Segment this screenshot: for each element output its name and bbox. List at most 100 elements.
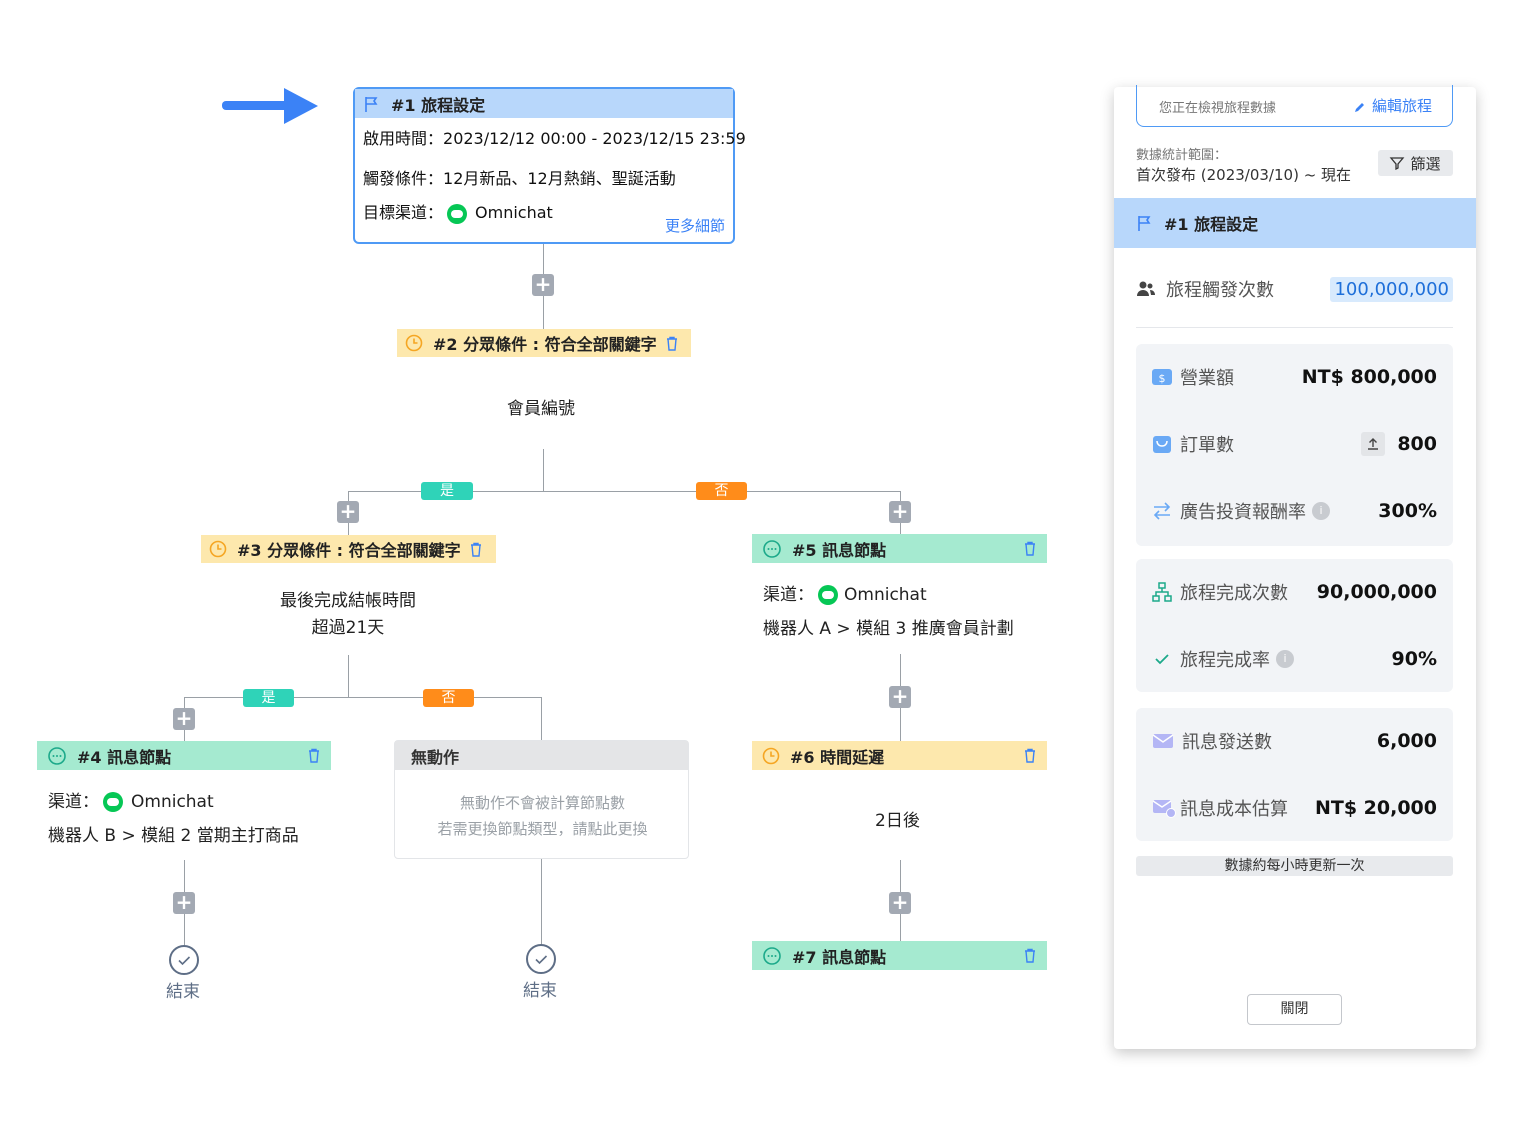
journey-stats-panel: 您正在檢視旅程數據 編輯旅程 數據統計範圍： 首次發布 (2023/03/10)… xyxy=(1114,85,1476,1049)
line-app-icon xyxy=(103,792,123,812)
stat-value: 6,000 xyxy=(1376,730,1437,752)
add-node-button[interactable]: + xyxy=(173,708,195,730)
chat-bubble-icon xyxy=(48,746,66,765)
filter-label: 篩選 xyxy=(1410,154,1441,173)
stat-value: NT$ 800,000 xyxy=(1301,366,1437,388)
connector xyxy=(184,697,542,698)
stat-value: 90,000,000 xyxy=(1316,581,1437,603)
trigger-count-label: 旅程觸發次數 xyxy=(1166,280,1274,301)
add-node-button[interactable]: + xyxy=(889,686,911,708)
stat-row-orders: 訂單數 800 xyxy=(1152,429,1437,459)
journey-settings-card[interactable]: #1 旅程設定 啟用時間：2023/12/12 00:00 - 2023/12/… xyxy=(353,87,746,244)
viewing-text: 您正在檢視旅程數據 xyxy=(1159,101,1277,116)
node5-channel-value: Omnichat xyxy=(844,585,927,605)
node5-channel: 渠道： Omnichat xyxy=(763,580,927,605)
trigger-value: 12月新品、12月熱銷、聖誕活動 xyxy=(443,169,676,188)
filter-icon xyxy=(1390,157,1405,171)
stat-value: NT$ 20,000 xyxy=(1314,797,1437,819)
stat-label: 訊息發送數 xyxy=(1182,732,1272,753)
channel-row: 目標渠道：Omnichat xyxy=(363,199,553,224)
clock-icon xyxy=(209,540,227,558)
node7-message-header[interactable]: #7 訊息節點 xyxy=(752,941,1047,970)
stat-label: 訊息成本估算 xyxy=(1180,799,1288,820)
more-details-link[interactable]: 更多細節 xyxy=(664,217,725,235)
journey-settings-title: #1 旅程設定 xyxy=(391,95,486,115)
info-icon[interactable]: i xyxy=(1276,650,1294,668)
journey-settings-header: #1 旅程設定 xyxy=(355,89,733,118)
trigger-label: 觸發條件： xyxy=(363,169,444,188)
trigger-count-row: 旅程觸發次數 100,000,000 xyxy=(1136,274,1453,304)
clock-icon xyxy=(405,334,423,352)
line-app-icon xyxy=(818,585,838,605)
node4-path: 機器人 B > 模組 2 當期主打商品 xyxy=(48,826,299,846)
flag-icon xyxy=(1138,216,1151,231)
stat-row-message-cost: 訊息成本估算 NT$ 20,000 xyxy=(1152,793,1437,823)
arrow-right-icon xyxy=(222,88,318,124)
filter-button[interactable]: 篩選 xyxy=(1378,150,1453,176)
connector xyxy=(541,697,542,741)
node2-content: 會員編號 xyxy=(507,399,575,419)
viewing-banner: 您正在檢視旅程數據 編輯旅程 xyxy=(1136,85,1453,127)
node5-message-header[interactable]: #5 訊息節點 xyxy=(752,534,1047,563)
node4-message-header[interactable]: #4 訊息節點 xyxy=(37,741,331,770)
node4-channel-label: 渠道： xyxy=(48,792,99,812)
add-node-button[interactable]: + xyxy=(532,274,554,296)
no-action-line1: 無動作不會被計算節點數 xyxy=(459,794,625,812)
add-node-button[interactable]: + xyxy=(173,892,195,914)
mail-icon xyxy=(1152,734,1174,748)
upload-icon[interactable] xyxy=(1361,432,1386,456)
connector xyxy=(541,859,542,945)
trash-icon[interactable] xyxy=(1023,748,1037,763)
active-time-row: 啟用時間：2023/12/12 00:00 - 2023/12/15 23:59 xyxy=(363,125,746,149)
node4-channel: 渠道： Omnichat xyxy=(48,787,214,812)
stat-row-completions: 旅程完成次數 90,000,000 xyxy=(1152,577,1437,607)
stats-section-header: #1 旅程設定 xyxy=(1114,198,1476,248)
node3-line1: 最後完成結帳時間 xyxy=(280,591,416,611)
close-button[interactable]: 關閉 xyxy=(1247,994,1342,1025)
add-node-button[interactable]: + xyxy=(889,892,911,914)
edit-journey-link[interactable]: 編輯旅程 xyxy=(1353,95,1432,116)
stat-label: 訂單數 xyxy=(1180,435,1234,456)
dollar-icon: $ xyxy=(1152,369,1172,385)
stat-label: 營業額 xyxy=(1180,368,1234,389)
users-icon xyxy=(1137,281,1155,296)
end-icon xyxy=(169,945,199,975)
no-action-title: 無動作 xyxy=(395,741,688,770)
stat-row-completion-rate: 旅程完成率 i 90% xyxy=(1152,644,1437,674)
node5-title: #5 訊息節點 xyxy=(792,540,887,560)
node7-title: #7 訊息節點 xyxy=(792,947,887,967)
info-icon[interactable]: i xyxy=(1312,502,1330,520)
node6-delay-header[interactable]: #6 時間延遲 xyxy=(752,741,1047,770)
no-branch-label: 否 xyxy=(696,482,747,500)
node3-title: #3 分眾條件 : 符合全部關鍵字 xyxy=(237,541,461,560)
add-node-button[interactable]: + xyxy=(337,501,359,523)
stat-value: 90% xyxy=(1391,648,1437,670)
add-node-button[interactable]: + xyxy=(889,501,911,523)
divider xyxy=(1136,327,1453,328)
trash-icon[interactable] xyxy=(665,336,679,351)
node4-title: #4 訊息節點 xyxy=(77,747,172,767)
node6-content: 2日後 xyxy=(875,811,920,831)
end-label: 結束 xyxy=(166,982,200,1002)
stat-label: 旅程完成率 xyxy=(1180,650,1270,671)
trash-icon[interactable] xyxy=(1023,541,1037,556)
connector xyxy=(348,491,901,492)
trash-icon[interactable] xyxy=(469,542,483,557)
hierarchy-icon xyxy=(1152,582,1172,602)
node2-condition-header[interactable]: #2 分眾條件 : 符合全部關鍵字 xyxy=(397,329,691,357)
active-time-label: 啟用時間： xyxy=(363,129,444,148)
line-app-icon xyxy=(447,203,468,224)
node5-channel-label: 渠道： xyxy=(763,585,814,605)
node3-condition-header[interactable]: #3 分眾條件 : 符合全部關鍵字 xyxy=(201,535,496,563)
update-note: 數據約每小時更新一次 xyxy=(1136,856,1453,876)
trash-icon[interactable] xyxy=(1023,948,1037,963)
active-time-value: 2023/12/12 00:00 - 2023/12/15 23:59 xyxy=(443,129,746,148)
message-stats-box: 訊息發送數 6,000 訊息成本估算 NT$ 20,000 xyxy=(1136,708,1453,841)
node4-channel-value: Omnichat xyxy=(131,792,214,812)
stat-label: 廣告投資報酬率 xyxy=(1180,502,1306,523)
trash-icon[interactable] xyxy=(307,748,321,763)
mail-cost-icon xyxy=(1152,800,1176,818)
pencil-icon xyxy=(1355,102,1365,112)
no-action-card[interactable]: 無動作 無動作不會被計算節點數 若需更換節點類型，請點此更換 xyxy=(394,740,689,859)
